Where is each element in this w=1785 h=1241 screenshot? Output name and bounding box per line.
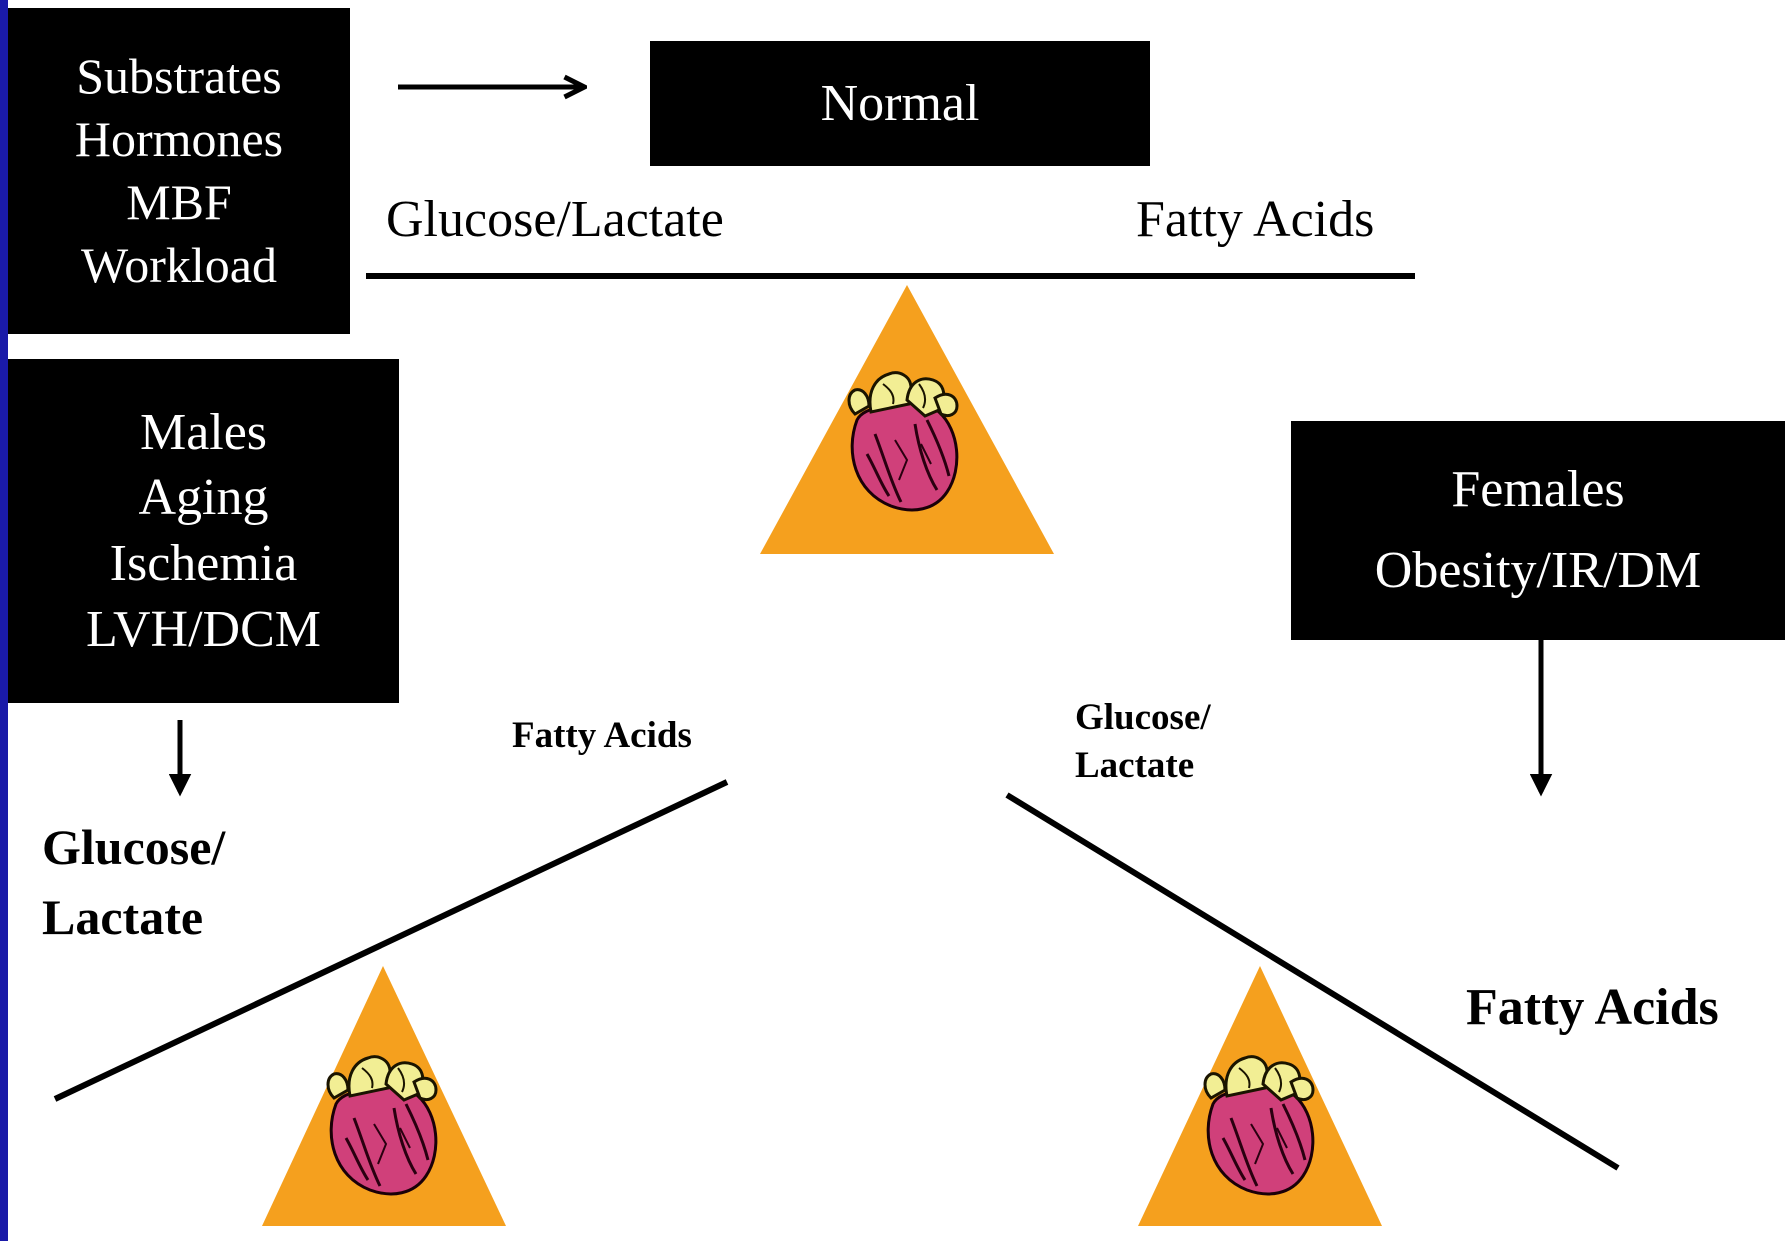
males-item-lvh-dcm: LVH/DCM (85, 600, 321, 658)
right-beam-label-glucose: Glucose/ (1075, 697, 1211, 738)
beam-label-fatty-acids: Fatty Acids (1136, 191, 1375, 248)
normal-box: Normal (650, 41, 1150, 166)
females-box: Females Obesity/IR/DM (1291, 421, 1785, 640)
right-beam-label-lactate: Lactate (1075, 745, 1195, 786)
right-result-fatty-acids: Fatty Acids (1466, 979, 1719, 1036)
females-item-females: Females (1451, 460, 1625, 518)
modulator-workload: Workload (81, 237, 277, 293)
males-item-aging: Aging (138, 469, 269, 527)
modulators-box: Substrates Hormones MBF Workload (8, 8, 350, 334)
balance-beam-right (1005, 792, 1620, 1171)
normal-label: Normal (820, 74, 980, 132)
heart-icon (847, 371, 959, 512)
modulator-substrates: Substrates (76, 48, 282, 104)
heart-icon (1203, 1055, 1315, 1196)
modulator-mbf: MBF (126, 174, 232, 230)
left-beam-label-fatty-acids: Fatty Acids (512, 715, 692, 756)
left-result-glucose: Glucose/ (42, 819, 226, 875)
males-item-ischemia: Ischemia (109, 535, 298, 592)
left-edge-bar (0, 0, 8, 1241)
males-box: Males Aging Ischemia LVH/DCM (8, 359, 399, 703)
heart-icon (326, 1055, 438, 1196)
males-item-males: Males (139, 403, 268, 461)
females-item-obesity: Obesity/IR/DM (1374, 541, 1702, 599)
balance-beam-left (53, 779, 729, 1102)
left-result-lactate: Lactate (42, 889, 204, 945)
modulator-hormones: Hormones (74, 111, 284, 167)
beam-label-glucose-lactate: Glucose/Lactate (386, 191, 724, 248)
